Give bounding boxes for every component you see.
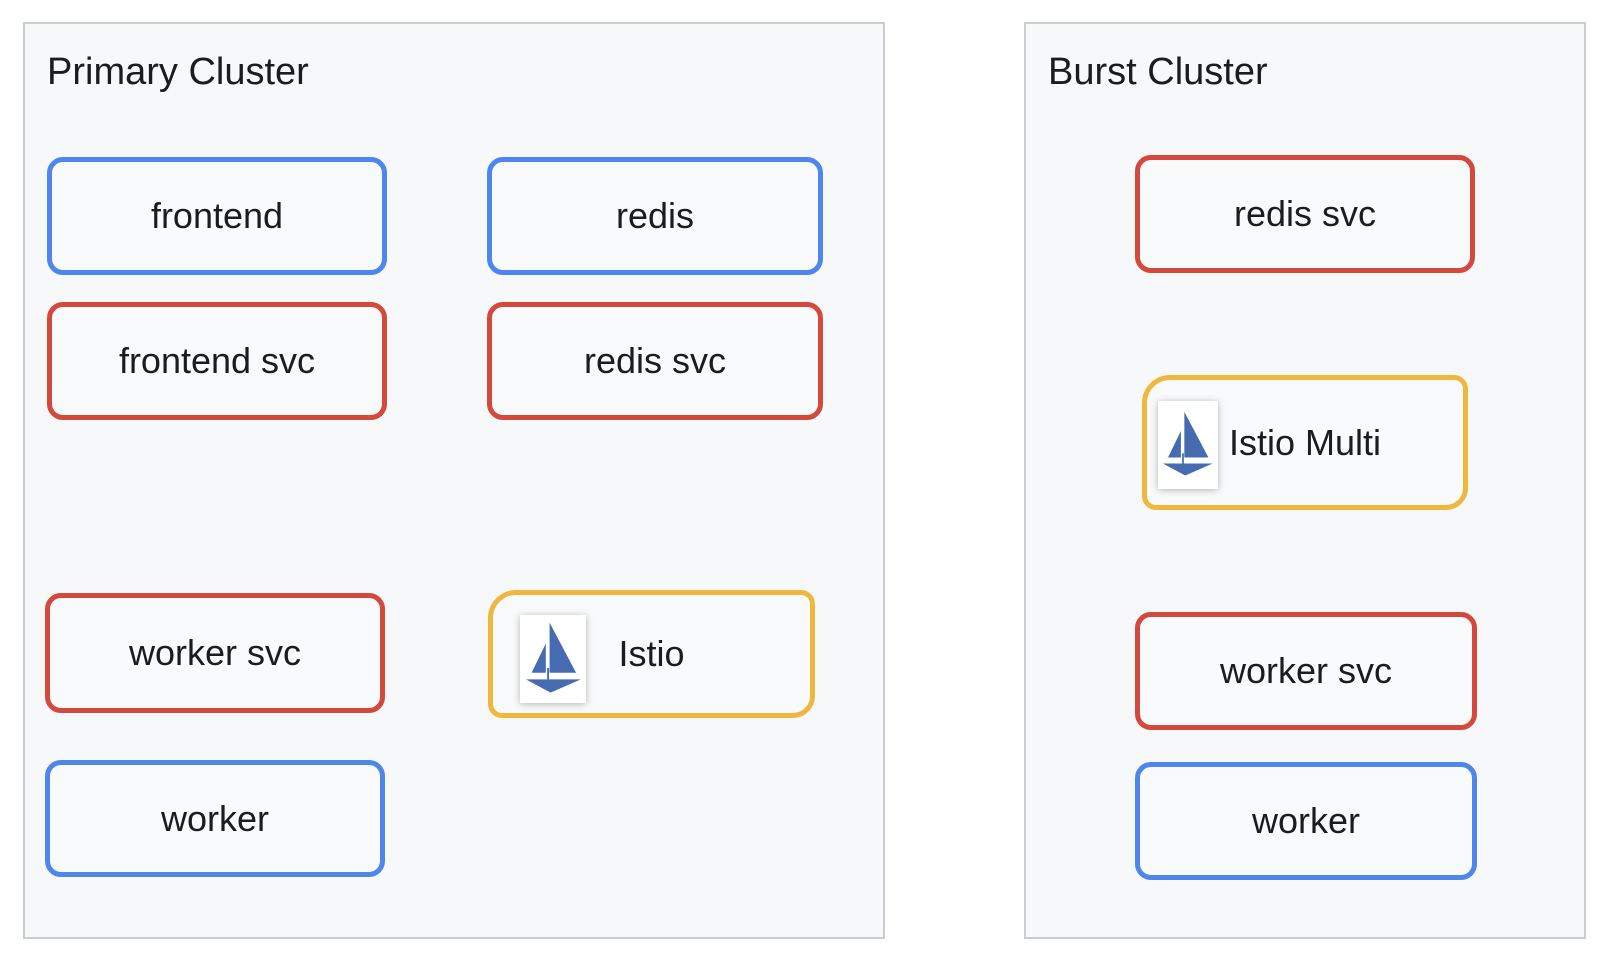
burst-cluster-container: Burst Cluster redis svc Istio Multi work… — [1024, 22, 1586, 939]
node-istio: Istio — [488, 590, 815, 718]
node-redis-svc-label: redis svc — [583, 340, 727, 381]
node-burst-worker-svc-label: worker svc — [1219, 650, 1393, 691]
node-redis-svc: redis svc — [487, 302, 823, 420]
node-worker-svc: worker svc — [45, 593, 385, 713]
node-worker-svc-label: worker svc — [128, 632, 302, 673]
primary-cluster-container: Primary Cluster frontend redis frontend … — [23, 22, 885, 939]
node-frontend-label: frontend — [150, 195, 284, 236]
istio-sailboat-icon — [520, 615, 586, 703]
node-redis: redis — [487, 157, 823, 275]
node-burst-redis-svc-label: redis svc — [1233, 193, 1377, 234]
primary-cluster-title: Primary Cluster — [47, 51, 309, 93]
node-burst-redis-svc: redis svc — [1135, 155, 1475, 273]
node-burst-worker: worker — [1135, 762, 1477, 880]
node-frontend-svc: frontend svc — [47, 302, 387, 420]
node-istio-multi-label: Istio Multi — [1228, 421, 1382, 463]
istio-sailboat-icon — [1158, 401, 1218, 489]
node-istio-multi: Istio Multi — [1142, 375, 1468, 510]
node-worker: worker — [45, 760, 385, 877]
node-burst-worker-svc: worker svc — [1135, 612, 1477, 730]
burst-cluster-title: Burst Cluster — [1048, 51, 1268, 93]
node-frontend-svc-label: frontend svc — [118, 340, 316, 381]
node-burst-worker-label: worker — [1251, 800, 1361, 841]
node-redis-label: redis — [615, 195, 695, 236]
node-frontend: frontend — [47, 157, 387, 275]
node-istio-label: Istio — [618, 633, 685, 674]
node-worker-label: worker — [160, 797, 270, 839]
